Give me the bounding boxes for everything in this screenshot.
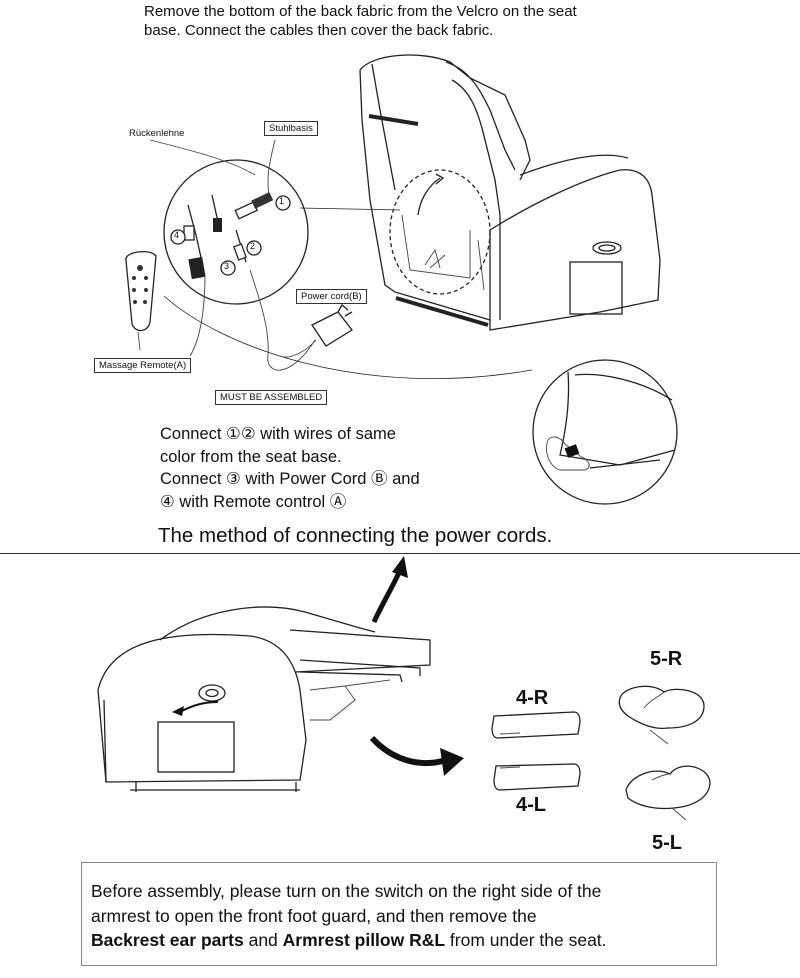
- callout-4: 4: [174, 230, 180, 240]
- massage-remote-drawing: [125, 250, 157, 351]
- intro-line-1: Remove the bottom of the back fabric fro…: [144, 3, 577, 20]
- connection-steps: Connect ①② with wires of same color from…: [160, 423, 420, 513]
- recliner-back-view-drawing: [359, 54, 661, 331]
- part-label-5l: 5-L: [652, 832, 682, 854]
- section-divider: [0, 553, 800, 554]
- callout-1: 1: [279, 196, 285, 206]
- label-must-be-assembled: MUST BE ASSEMBLED: [215, 390, 328, 405]
- label-massage-remote: Massage Remote(A): [94, 358, 192, 373]
- part-5l-drawing: [625, 765, 711, 821]
- step-line-1: Connect ①② with wires of same: [160, 425, 396, 443]
- direction-arrows: [172, 556, 464, 776]
- assembly-note-box: Before assembly, please turn on the swit…: [81, 862, 717, 966]
- step-line-3: Connect ③ with Power Cord Ⓑ and: [160, 470, 420, 488]
- note-bold-armrest-pillow: Armrest pillow R&L: [282, 930, 446, 950]
- note-bold-backrest-ears: Backrest ear parts: [91, 930, 244, 950]
- part-4l-drawing: [493, 763, 581, 791]
- note-line-3: Backrest ear parts and Armrest pillow R&…: [91, 928, 716, 953]
- velcro-detail-circle: [532, 359, 678, 505]
- power-adapter-drawing: [279, 304, 353, 358]
- note-and: and: [243, 930, 283, 950]
- intro-line-2: base. Connect the cables then cover the …: [144, 22, 494, 39]
- part-label-4l: 4-L: [516, 794, 546, 816]
- label-seat-base: Stuhlbasis: [264, 121, 318, 136]
- part-label-4r: 4-R: [516, 687, 549, 709]
- label-backrest: Rückenlehne: [129, 128, 185, 139]
- note-end: from under the seat.: [445, 930, 607, 950]
- intro-instructions: Remove the bottom of the back fabric fro…: [144, 2, 664, 40]
- note-line-2: armrest to open the front foot guard, an…: [91, 905, 537, 926]
- recliner-side-view-drawing: [97, 606, 431, 792]
- callout-3: 3: [224, 261, 230, 271]
- section-caption: The method of connecting the power cords…: [158, 524, 553, 547]
- note-line-1: Before assembly, please turn on the swit…: [91, 881, 602, 901]
- part-label-5r: 5-R: [650, 648, 683, 670]
- connector-detail-circle: [149, 139, 533, 380]
- part-4r-drawing: [491, 711, 581, 739]
- step-line-2: color from the seat base.: [160, 447, 342, 466]
- label-power-cord: Power cord(B): [296, 289, 367, 304]
- callout-2: 2: [250, 241, 256, 251]
- step-line-4: ④ with Remote control Ⓐ: [160, 492, 347, 511]
- part-5r-drawing: [618, 685, 705, 745]
